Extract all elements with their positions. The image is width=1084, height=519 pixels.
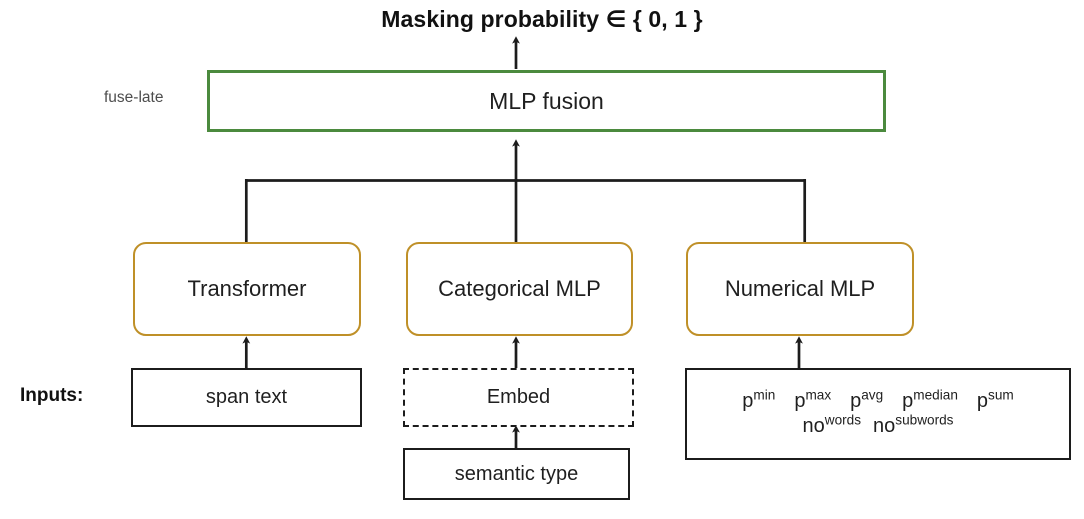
numerical-features-row-1: pmin pmax pavg pmedian psum bbox=[695, 387, 1061, 413]
node-categorical-mlp-label: Categorical MLP bbox=[438, 276, 601, 302]
numerical-feature-p-median: pmedian bbox=[902, 387, 958, 412]
node-mlp-fusion-label: MLP fusion bbox=[489, 87, 604, 114]
node-embed: Embed bbox=[403, 368, 634, 427]
node-mlp-fusion: MLP fusion bbox=[207, 70, 886, 132]
numerical-feature-p-max: pmax bbox=[794, 387, 832, 412]
node-embed-label: Embed bbox=[486, 386, 551, 408]
fuse-late-label: fuse-late bbox=[104, 89, 164, 106]
node-numerical-mlp-label: Numerical MLP bbox=[724, 276, 876, 302]
page-title: Masking probability ∈ { 0, 1 } bbox=[381, 6, 703, 32]
node-numerical-features: pmin pmax pavg pmedian psum nowords nosubword… bbox=[685, 368, 1071, 460]
node-categorical-mlp: Categorical MLP bbox=[406, 242, 633, 336]
numerical-features-row-2: nowords nosubwords bbox=[695, 412, 1061, 438]
node-transformer: Transformer bbox=[133, 242, 361, 336]
inputs-label: Inputs: bbox=[20, 385, 84, 406]
node-transformer-label: Transformer bbox=[187, 276, 307, 302]
numerical-feature-no-words: nowords bbox=[802, 412, 862, 437]
node-semantic-type-label: semantic type bbox=[454, 462, 579, 485]
node-span-text: span text bbox=[131, 368, 362, 427]
node-semantic-type: semantic type bbox=[403, 448, 630, 500]
numerical-feature-p-min: pmin bbox=[742, 387, 776, 412]
node-numerical-mlp: Numerical MLP bbox=[686, 242, 914, 336]
numerical-feature-p-sum: psum bbox=[976, 387, 1014, 412]
numerical-feature-p-avg: pavg bbox=[850, 387, 884, 412]
numerical-feature-no-subwords: nosubwords bbox=[873, 412, 954, 437]
node-span-text-label: span text bbox=[205, 386, 288, 408]
